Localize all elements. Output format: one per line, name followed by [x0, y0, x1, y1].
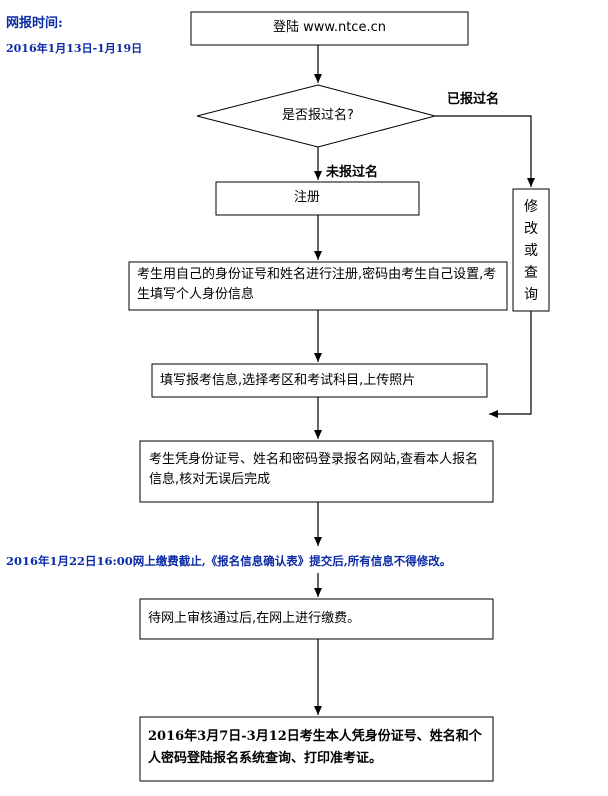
modify-query-char: 改: [524, 221, 538, 237]
edge-label-registered: 已报过名: [447, 92, 500, 107]
modify-query-char: 修: [524, 199, 538, 215]
print-box: [139, 716, 494, 782]
fill-info-text: 填写报考信息,选择考区和考试科目,上传照片: [160, 373, 416, 388]
register-text: 注册: [294, 190, 321, 205]
modify-query-char: 或: [524, 243, 538, 259]
payment-box: [139, 598, 494, 640]
schedule-title: 网报时间:: [6, 16, 63, 31]
fill-info-box: [151, 363, 488, 398]
branch-return-line: [489, 311, 532, 418]
modify-query-text: 修 改 或 查 询: [521, 196, 541, 306]
payment-text: 待网上审核通过后,在网上进行缴费。: [148, 611, 361, 626]
decision-text: 是否报过名?: [282, 108, 354, 123]
id-register-box: [128, 261, 508, 311]
register-box: [215, 181, 420, 216]
edge-label-not-registered: 未报过名: [326, 165, 379, 180]
deadline-note: 2016年1月22日16:00网上缴费截止,《报名信息确认表》提交后,所有信息不…: [6, 554, 452, 568]
print-text: 2016年3月7日-3月12日考生本人凭身份证号、姓名和个人密码登陆报名系统查询…: [148, 729, 482, 766]
login-box: [190, 11, 469, 46]
modify-query-char: 查: [524, 265, 538, 281]
login-text: 登陆 www.ntce.cn: [273, 20, 386, 35]
verify-text: 考生凭身份证号、姓名和密码登录报名网站,查看本人报名信息,核对无误后完成: [149, 452, 479, 487]
verify-box: [139, 440, 494, 503]
id-register-text: 考生用自己的身份证号和姓名进行注册,密码由考生自己设置,考生填写个人身份信息: [137, 267, 497, 302]
schedule-date-range: 2016年1月13日-1月19日: [6, 42, 143, 55]
branch-registered-line: [435, 115, 535, 187]
modify-query-char: 询: [524, 287, 538, 303]
